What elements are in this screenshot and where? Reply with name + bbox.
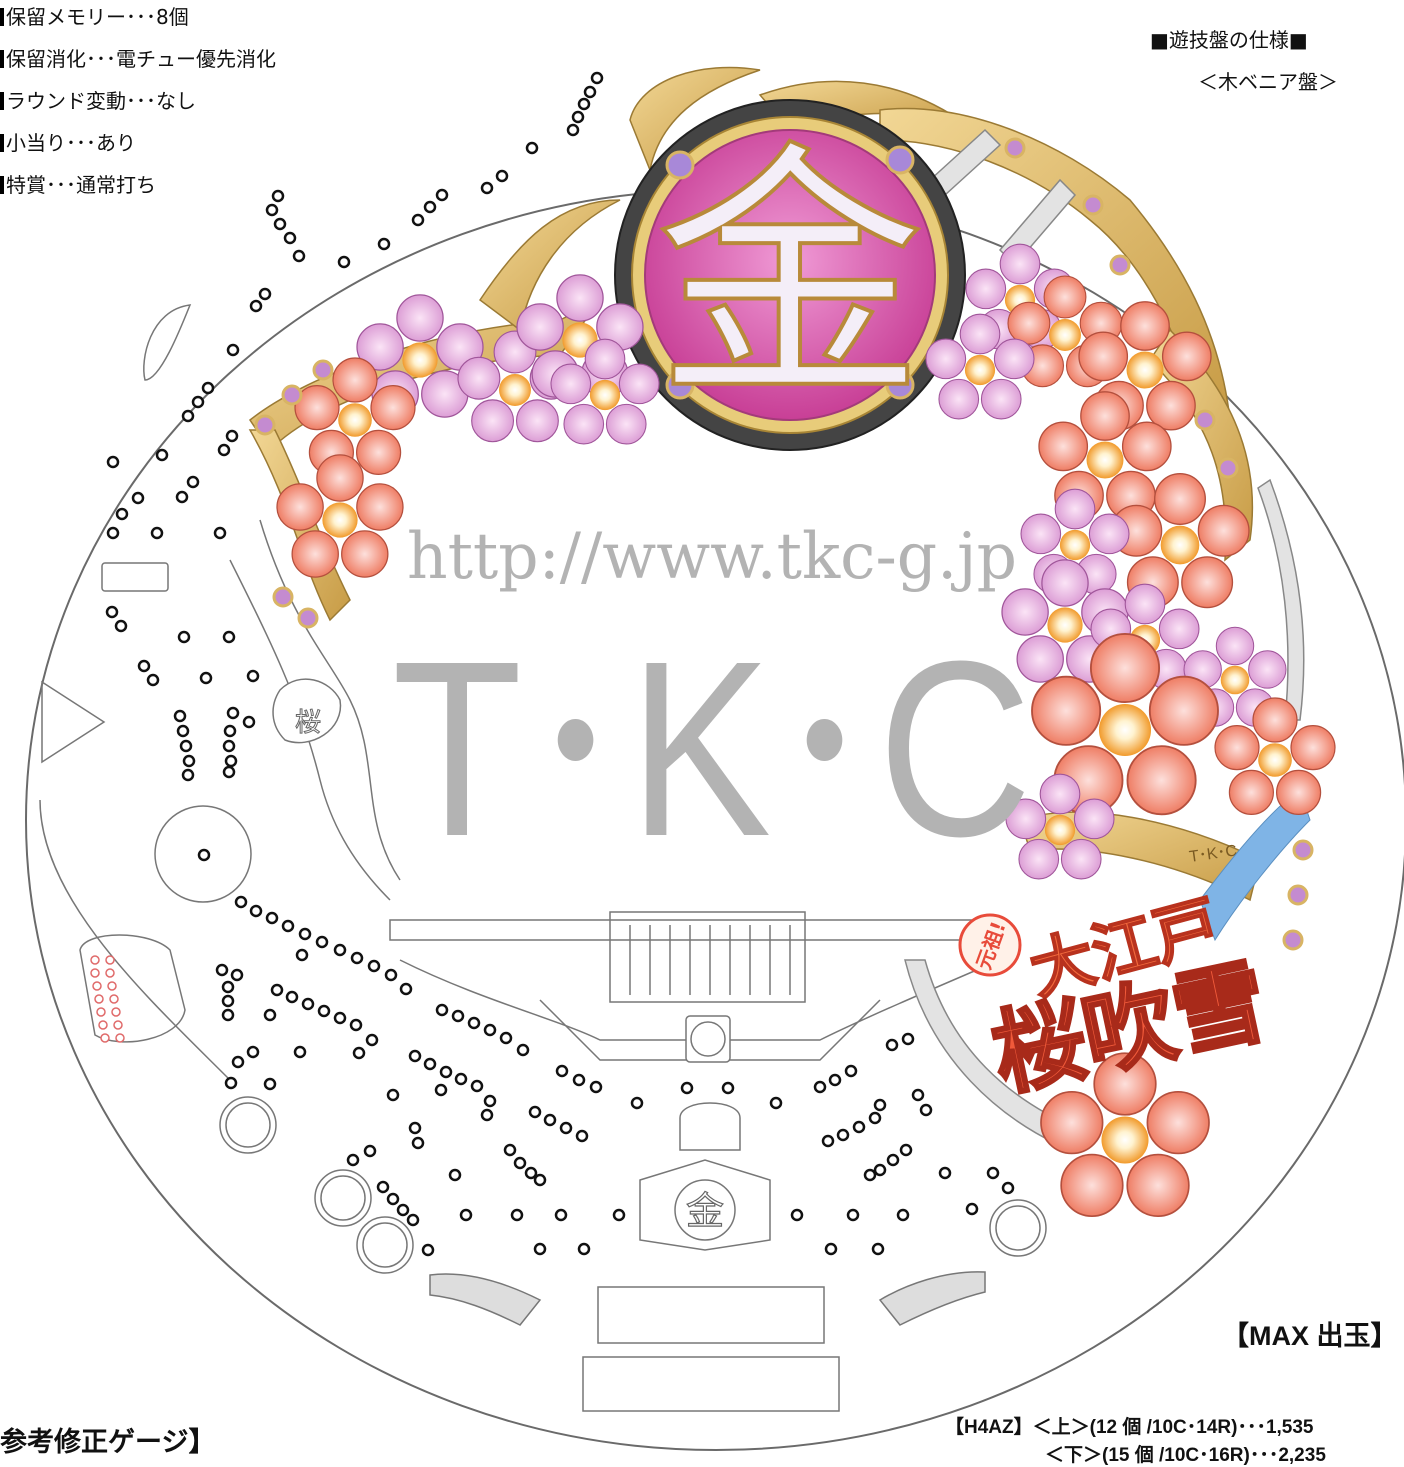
spec-item: 小当り･･･あり <box>0 131 136 155</box>
left-emblem: 桜 <box>295 708 321 738</box>
max-payout-label: 【MAX 出玉】 <box>1222 1321 1398 1351</box>
frame-lamps <box>254 137 1314 951</box>
left-structures <box>39 304 401 1081</box>
lower-structures <box>219 1096 1047 1412</box>
lamp-block <box>90 955 125 1043</box>
cherry-blossoms <box>277 244 1335 1216</box>
watermark-logo: T･K･C <box>392 609 1032 888</box>
blue-ribbon <box>1199 789 1311 942</box>
banner-text: T･K･C <box>1188 842 1238 866</box>
spec-item: ラウンド変動･･･なし <box>0 89 196 113</box>
spec-item: 特賞･･･通常打ち <box>0 173 156 197</box>
emblem-medallion <box>614 99 966 451</box>
gauge-label: 参考修正ゲージ】 <box>0 1427 216 1457</box>
spec-item: 保留メモリー･･･8個 <box>0 5 189 29</box>
board-type: ＜木ベニア盤＞ <box>1198 70 1338 94</box>
board-spec-title: ■遊技盤の仕様■ <box>1150 28 1308 52</box>
title-sign: 元祖! 大江戸 桜吹雪 <box>958 886 1277 1111</box>
nail-pins <box>105 71 1015 1257</box>
payout-line: ＜下＞(15 個 /10C･16R)･･･2,235 <box>1045 1445 1326 1466</box>
center-emblem: 金 <box>655 119 925 434</box>
spec-item: 保留消化･･･電チュー優先消化 <box>0 47 276 71</box>
payout-line: 【H4AZ】＜上＞(12 個 /10C･14R)･･･1,535 <box>945 1417 1314 1438</box>
watermark-url: http://www.tkc-g.jp <box>407 520 1017 594</box>
bottom-emblem: 金 <box>686 1189 724 1233</box>
